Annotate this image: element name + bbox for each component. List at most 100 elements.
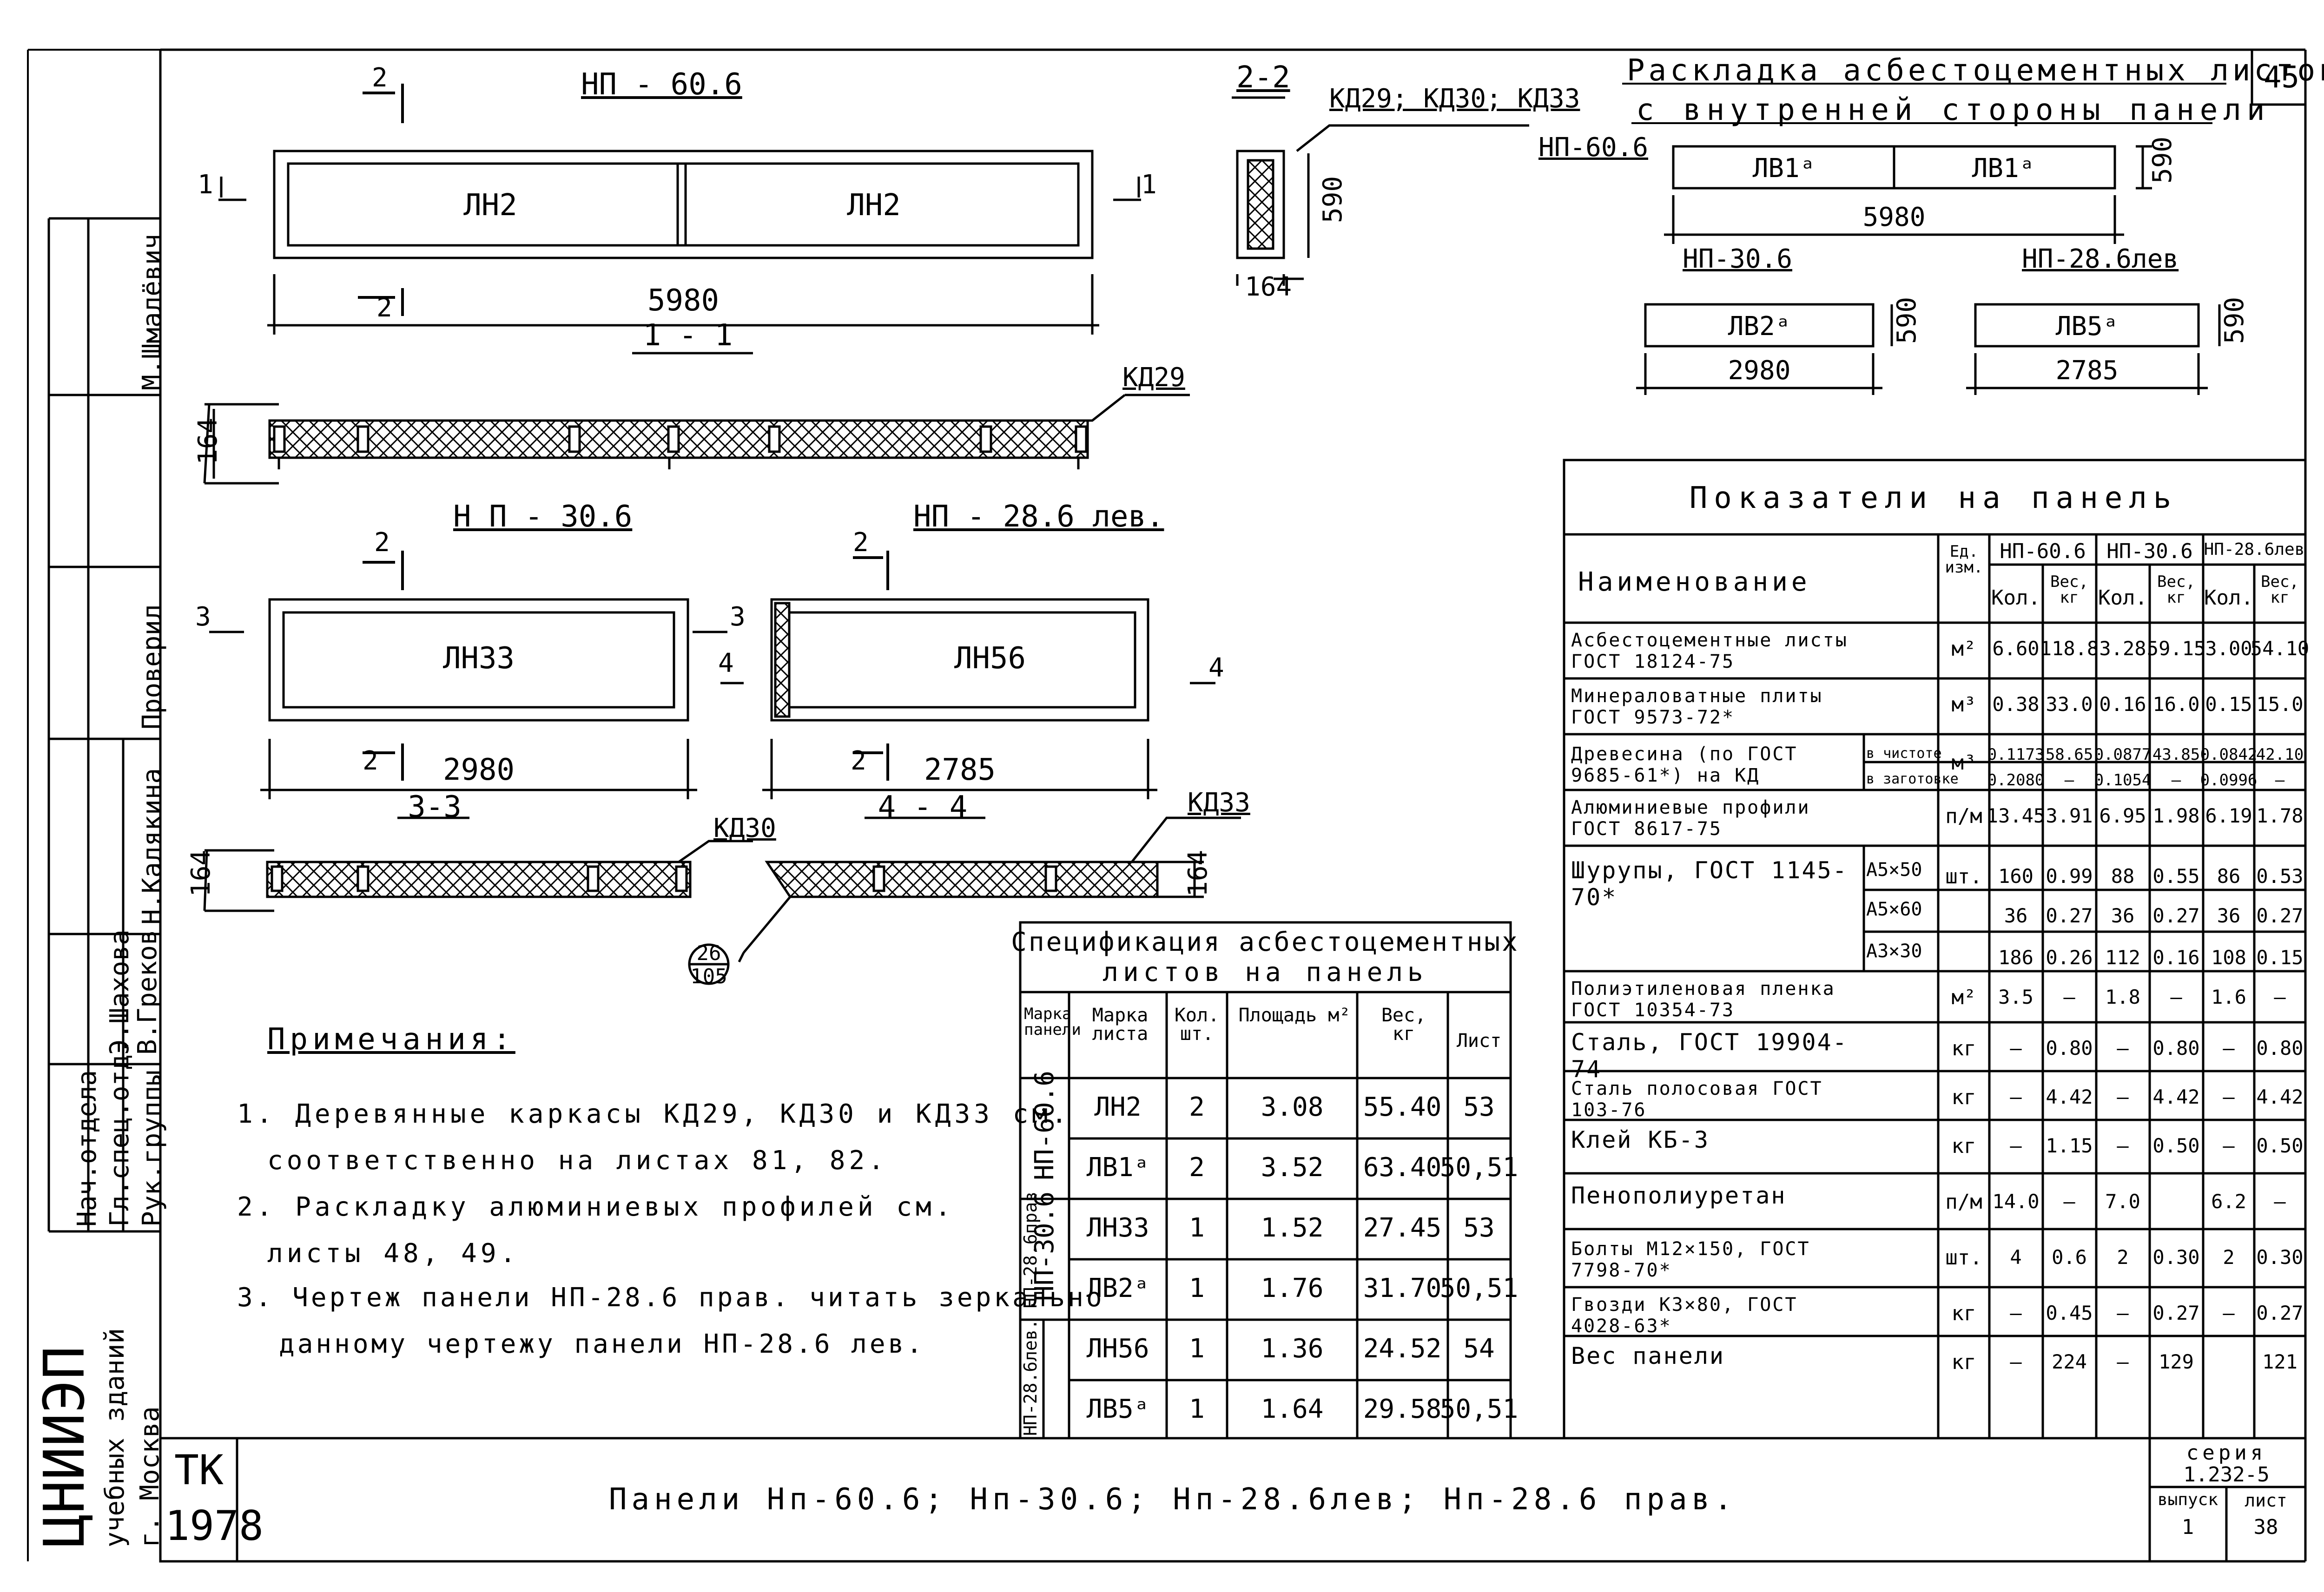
spec-r5-qty: 1 — [1189, 1394, 1205, 1424]
spec-r1-sheet: ЛВ1ᵃ — [1086, 1152, 1149, 1183]
ind-row-12-val-4: 6.2 — [2211, 1190, 2246, 1213]
layout-lv2: ЛВ2ᵃ — [1728, 311, 1791, 342]
note-line-0: 1. Деревянные каркасы КД29, КД30 и КД33 … — [237, 1099, 1071, 1129]
cut-mark-2-top: 2 — [372, 63, 388, 93]
ind-row-13-val-1: 0.6 — [2052, 1246, 2087, 1269]
ind-row-10-val-1: 4.42 — [2046, 1085, 2093, 1108]
issue-value: 1 — [2181, 1515, 2194, 1539]
ind-row-4-val-4: 6.19 — [2205, 804, 2252, 827]
ind-row-14-val-2: — — [2117, 1302, 2129, 1324]
ind-row-2-val-3: 43.85 — [2152, 745, 2200, 764]
ind-row-5-val-1: 0.99 — [2046, 865, 2093, 888]
ind-row-3-val-3: — — [2171, 771, 2181, 789]
ind-row-14-val-3: 0.27 — [2152, 1302, 2200, 1324]
cut-mark-4-left: 4 — [718, 648, 734, 678]
view-label-np606: НП - 60.6 — [581, 67, 742, 102]
cut-mark-3-left: 3 — [195, 602, 211, 632]
note-line-3: листы 48, 49. — [267, 1238, 520, 1269]
ind-row-5-val-4: 86 — [2217, 865, 2241, 888]
ind-row-6-val-4: 36 — [2217, 904, 2241, 927]
ind-row-6-sub: А5×60 — [1866, 899, 1922, 920]
ind-row-7-sub: А3×30 — [1866, 941, 1922, 962]
dim-5980: 5980 — [647, 283, 720, 318]
section-label-33: 3-3 — [408, 790, 462, 824]
sheet-ln2-a: ЛН2 — [463, 188, 517, 223]
ind-row-8-val-0: 3.5 — [1998, 986, 2034, 1008]
ind-header-p1: НП-30.6 — [2106, 539, 2193, 563]
ind-row-8-val-4: 1.6 — [2211, 986, 2246, 1008]
ind-row-1-val-5: 15.0 — [2256, 693, 2304, 716]
ind-row-11-val-2: — — [2117, 1134, 2129, 1157]
section-label-44: 4 - 4 — [878, 790, 968, 824]
ind-row-13-val-4: 2 — [2223, 1246, 2235, 1269]
spec-r3-weight: 31.70 — [1363, 1273, 1442, 1303]
spec-header-sheet: Марка листа — [1092, 1005, 1149, 1045]
ind-row-2-name: Древесина (по ГОСТ 9685-61*) на КД — [1571, 743, 1798, 786]
dim-164-s11: 164 — [193, 417, 223, 465]
ind-row-2-val-5: 42.10 — [2256, 745, 2304, 764]
spec-r5-weight: 29.58 — [1363, 1394, 1442, 1424]
ind-row-5-val-2: 88 — [2111, 865, 2135, 888]
ind-row-14-name: Гвозди К3×80, ГОСТ 4028-63* — [1571, 1294, 1798, 1337]
cut-mark-1-left: 1 — [198, 170, 213, 200]
kd29-label: КД29 — [1122, 362, 1185, 393]
ind-row-3-sub: в заготовке — [1866, 771, 1959, 787]
spec-r3-sheet: ЛВ2ᵃ — [1086, 1273, 1149, 1303]
cut-mark-2-286-top: 2 — [853, 527, 869, 558]
ind-row-5-val-5: 0.53 — [2256, 865, 2304, 888]
dim-164-s33: 164 — [186, 849, 216, 897]
ind-row-8-unit: м² — [1951, 986, 1976, 1009]
ind-row-8-val-5: — — [2274, 986, 2286, 1008]
ind-header-p0: НП-60.6 — [2000, 539, 2086, 563]
ind-row-1-val-0: 0.38 — [1992, 693, 2040, 716]
ind-row-14-val-1: 0.45 — [2046, 1302, 2093, 1324]
spec-group-606: НП-60.6 — [1030, 1070, 1060, 1180]
ind-row-13-name: Болты М12×150, ГОСТ 7798-70* — [1571, 1238, 1810, 1281]
view-label-np306: Н П - 30.6 — [453, 500, 633, 534]
spec-header-panel: Марка панели — [1024, 1005, 1081, 1039]
spec-r1-list: 50,51 — [1439, 1152, 1519, 1183]
layout-np306: НП-30.6 — [1683, 244, 1793, 274]
spec-header-weight: Вес, кг — [1381, 1005, 1426, 1045]
ind-ves-1: Вес, кг — [2157, 572, 2195, 607]
ind-row-0-unit: м² — [1951, 637, 1976, 661]
ind-row-0-val-3: 59.15 — [2146, 637, 2206, 660]
spec-r0-list: 53 — [1463, 1092, 1495, 1122]
ind-row-9-val-4: — — [2223, 1037, 2235, 1059]
tk-mark: ТК — [174, 1446, 224, 1494]
ind-row-1-val-3: 16.0 — [2152, 693, 2200, 716]
ind-row-14-unit: кг — [1951, 1302, 1976, 1325]
ind-row-15-val-2: — — [2117, 1350, 2129, 1373]
ind-row-0-val-2: 3.28 — [2099, 637, 2146, 660]
ind-header-unit: Ед. изм. — [1945, 542, 1983, 577]
kd30-label: КД30 — [713, 813, 776, 843]
ind-row-11-val-4: — — [2223, 1134, 2235, 1157]
notes-title: Примечания: — [267, 1022, 515, 1057]
ind-row-12-val-0: 14.0 — [1992, 1190, 2040, 1213]
ind-row-8-val-2: 1.8 — [2105, 986, 2140, 1008]
ind-kol-1: Кол. — [2098, 586, 2147, 610]
kd33-label: КД33 — [1188, 788, 1250, 818]
ind-row-1-val-2: 0.16 — [2099, 693, 2146, 716]
ind-row-14-val-4: — — [2223, 1302, 2235, 1324]
ind-row-10-val-5: 4.42 — [2256, 1085, 2304, 1108]
spec-r4-weight: 24.52 — [1363, 1334, 1442, 1364]
ind-row-7-val-5: 0.15 — [2256, 946, 2304, 969]
ind-row-9-unit: кг — [1951, 1037, 1976, 1060]
ind-row-13-val-0: 4 — [2010, 1246, 2022, 1269]
note-line-1: соответственно на листах 81, 82. — [267, 1145, 888, 1176]
ind-row-7-val-2: 112 — [2105, 946, 2140, 969]
ind-row-7-val-3: 0.16 — [2152, 946, 2200, 969]
spec-header-list: Лист — [1456, 1030, 1502, 1052]
ind-row-11-name: Клей КБ-3 — [1571, 1126, 1710, 1153]
ind-header-name: Наименование — [1578, 567, 1811, 597]
org-logo: ЦНИИЭП — [33, 1346, 97, 1547]
layout-dim-5980: 5980 — [1862, 202, 1926, 232]
panel-title: Панели Нп-60.6; Нп-30.6; Нп-28.6лев; Нп-… — [609, 1482, 1737, 1517]
stamp-name-0: В.Греков — [132, 929, 163, 1055]
section-label-11: 1 - 1 — [643, 318, 733, 353]
ind-row-12-val-2: 7.0 — [2105, 1190, 2140, 1213]
note-line-2: 2. Раскладку алюминиевых профилей см. — [237, 1192, 955, 1222]
ind-row-15-val-0: — — [2010, 1350, 2022, 1373]
ind-row-13-val-3: 0.30 — [2152, 1246, 2200, 1269]
